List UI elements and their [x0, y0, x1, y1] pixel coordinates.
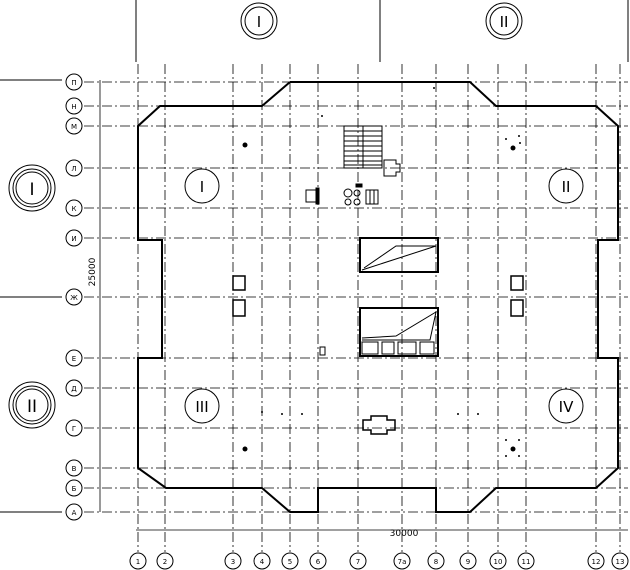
central-shaft-lower: [359, 307, 439, 357]
quadrant-marker: II: [548, 168, 584, 204]
stair: [343, 125, 383, 169]
row-axis-bubble: Е: [65, 349, 83, 367]
section-marker-top-1: I: [240, 2, 278, 40]
column-axis-label: 6: [316, 558, 321, 566]
row-axis-label: Г: [72, 425, 76, 433]
small-elements: [232, 275, 524, 435]
section-marker-left-2-label: II: [27, 397, 37, 417]
column-axis-bubble: 3: [224, 552, 242, 570]
row-axis-bubble: Н: [65, 97, 83, 115]
row-axis-bubble: М: [65, 117, 83, 135]
left-section-frame: [0, 79, 62, 513]
column-axis-label: 13: [616, 558, 625, 566]
row-axis-bubble: Л: [65, 159, 83, 177]
column-axis-bubble: 2: [156, 552, 174, 570]
row-axis-bubble: Г: [65, 419, 83, 437]
row-axis-bubble: В: [65, 459, 83, 477]
section-marker-top-2-label: II: [500, 13, 509, 31]
section-marker-top-1-label: I: [257, 13, 261, 31]
column-axis-bubble: 8: [427, 552, 445, 570]
row-axis-bubble: К: [65, 199, 83, 217]
horizontal-dimension: 30000: [136, 529, 628, 539]
column-axis-bubble: 7a: [393, 552, 411, 570]
quadrant-marker: IV: [548, 388, 584, 424]
row-axis-label: Е: [72, 355, 76, 363]
column-axis-label: 10: [494, 558, 503, 566]
row-axis-label: Ж: [70, 294, 78, 302]
column-axis-label: 9: [466, 558, 470, 566]
row-axis-bubble: И: [65, 229, 83, 247]
section-marker-left-2: II: [8, 381, 56, 429]
column-axis-label: 7a: [398, 558, 407, 566]
row-axis-label: П: [71, 79, 76, 87]
dots: [242, 87, 521, 457]
row-axis-bubble: А: [65, 503, 83, 521]
column-axis-label: 8: [434, 558, 438, 566]
column-axis-label: 4: [260, 558, 265, 566]
row-axis-label: Д: [71, 385, 77, 393]
quadrant-label: I: [200, 178, 204, 196]
row-axis-bubble: Ж: [65, 288, 83, 306]
row-axis-bubble: Д: [65, 379, 83, 397]
quadrant-label: III: [195, 398, 208, 416]
quadrant-label: IV: [559, 398, 574, 416]
quadrant-marker: I: [184, 168, 220, 204]
section-marker-left-1: I: [8, 164, 56, 212]
row-axis-bubble: П: [65, 73, 83, 91]
column-axis-label: 2: [163, 558, 167, 566]
column-axis-bubble: 6: [309, 552, 327, 570]
grid-lines: [84, 64, 628, 552]
column-axis-label: 5: [288, 558, 292, 566]
column-axis-bubble: 11: [517, 552, 535, 570]
vertical-dimension-label: 25000: [88, 257, 98, 286]
column-axis-label: 3: [231, 558, 235, 566]
row-axis-label: М: [71, 123, 77, 131]
quadrant-marker: III: [184, 388, 220, 424]
column-axis-bubble: 10: [489, 552, 507, 570]
row-axis-label: Н: [71, 103, 76, 111]
vertical-dimension: 25000: [88, 80, 101, 512]
column-axis-label: 12: [592, 558, 601, 566]
column-axis-label: 11: [522, 558, 531, 566]
column-axis-label: 1: [136, 558, 140, 566]
column-axis-bubble: 13: [611, 552, 629, 570]
section-marker-top-2: II: [485, 2, 523, 40]
row-axis-label: В: [72, 465, 77, 473]
column-axis-bubble: 12: [587, 552, 605, 570]
column-axis-label: 7: [356, 558, 360, 566]
row-axis-label: Б: [72, 485, 77, 493]
top-section-frame: [135, 0, 629, 62]
row-axis-bubble: Б: [65, 479, 83, 497]
section-marker-left-1-label: I: [29, 180, 34, 200]
row-axis-label: А: [72, 509, 77, 517]
column-axis-bubble: 9: [459, 552, 477, 570]
quadrant-label: II: [562, 178, 571, 196]
column-axis-bubble: 4: [253, 552, 271, 570]
building-outline: [137, 81, 619, 513]
horizontal-dimension-label: 30000: [390, 529, 419, 539]
column-axis-bubble: 7: [349, 552, 367, 570]
row-axis-bubbles: П Н М Л К И Ж Е Д Г В Б А: [65, 73, 83, 521]
column-axis-bubble: 5: [281, 552, 299, 570]
row-axis-label: К: [72, 205, 77, 213]
central-shaft-upper: [359, 237, 439, 273]
row-axis-label: Л: [71, 165, 76, 173]
column-axis-bubble: 1: [129, 552, 147, 570]
equipment-upper: [305, 159, 401, 206]
row-axis-label: И: [71, 235, 76, 243]
